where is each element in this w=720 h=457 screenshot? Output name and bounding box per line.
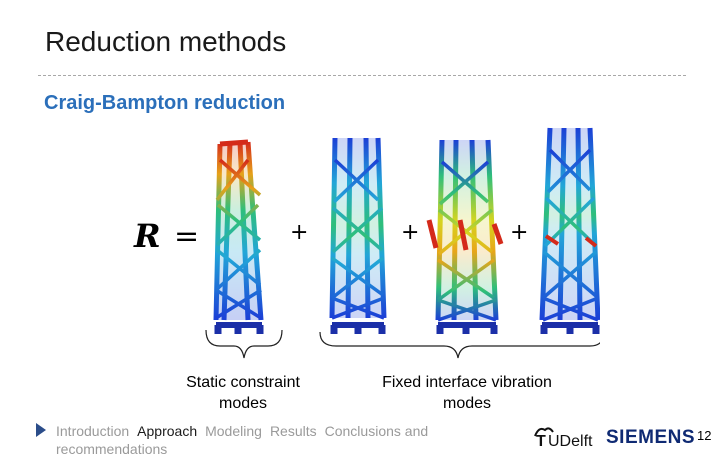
slide-subtitle: Craig-Bampton reduction [44, 92, 286, 114]
plus-sign-2: + [401, 220, 419, 245]
tudelft-logo-text: UDelft [548, 433, 593, 448]
nav-item-results[interactable]: Results [269, 423, 317, 439]
tower-vibration-mode-2 [426, 139, 504, 334]
nav-item-introduction[interactable]: Introduction [56, 423, 130, 439]
equation-equals: = [174, 219, 199, 254]
bracket-static-modes [205, 329, 283, 359]
tower-vibration-mode-1 [329, 137, 387, 334]
tower-static-mode [213, 139, 264, 334]
nav-item-conclusions-line2[interactable]: recommendations [56, 441, 168, 457]
tower-vibration-mode-3 [539, 127, 600, 334]
footer-navigation: Introduction Approach Modeling Results Concl… [36, 423, 486, 457]
tudelft-logo-t: T [536, 433, 546, 448]
page-number: 12 [697, 428, 712, 443]
tudelft-logo: T UDelft [533, 424, 601, 453]
slide-title: Reduction methods [45, 26, 287, 57]
tudelft-logo-mark: T UDelft [534, 427, 593, 450]
plus-sign-3: + [510, 220, 528, 245]
equation-symbol-r: R [133, 217, 161, 255]
nav-item-conclusions[interactable]: Conclusions and [324, 423, 429, 439]
nav-item-approach[interactable]: Approach [137, 423, 198, 439]
plus-sign-1: + [290, 220, 308, 245]
caption-static-line1: Static constraint [186, 374, 300, 391]
caption-fixed-interface-modes: Fixed interface vibration modes [362, 372, 572, 414]
siemens-logo: SIEMENS [606, 427, 696, 448]
caption-static-modes: Static constraint modes [170, 372, 316, 414]
nav-arrow-icon [36, 423, 46, 437]
title-divider [38, 75, 686, 76]
caption-fixed-line1: Fixed interface vibration [382, 374, 552, 391]
caption-fixed-line2: modes [442, 395, 492, 412]
caption-static-line2: modes [218, 395, 268, 412]
bracket-fixed-interface-modes [319, 331, 600, 359]
nav-item-modeling[interactable]: Modeling [205, 423, 262, 439]
craig-bampton-figure: R = + + + [133, 127, 600, 359]
